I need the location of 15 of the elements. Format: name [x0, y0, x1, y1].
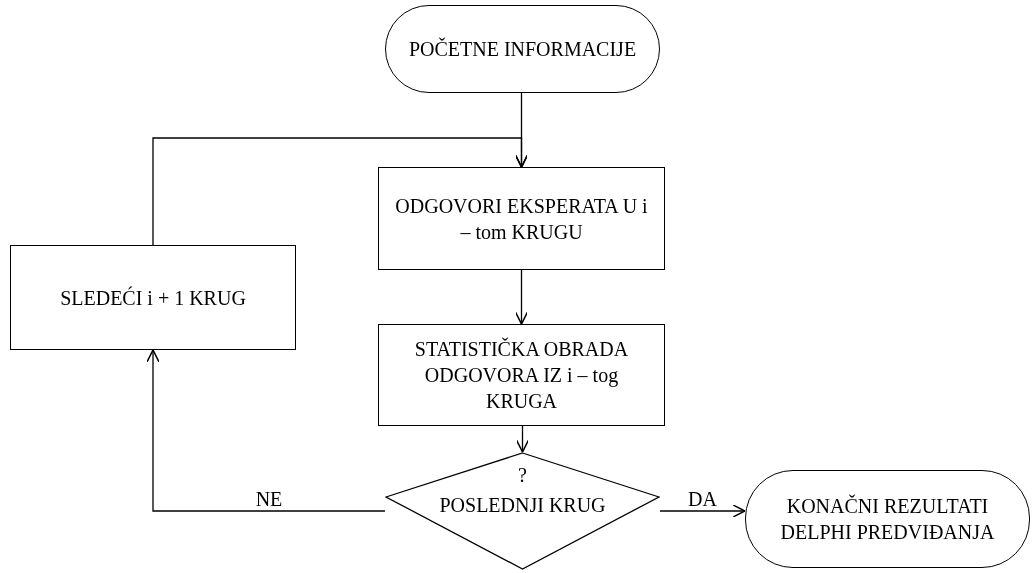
node-text: POSLEDNJI KRUG	[439, 493, 606, 518]
process-box	[378, 324, 665, 426]
arrow	[514, 269, 529, 325]
node-text: STATISTIČKA OBRADA ODGOVORA IZ i – tog KRUGA	[413, 336, 630, 414]
arrow	[152, 137, 529, 246]
arrow	[515, 425, 530, 453]
node-text: POČETNE INFORMACIJE	[408, 36, 637, 62]
question-mark: ?	[518, 463, 527, 488]
process-box	[378, 167, 665, 270]
node-text: SLEDEĆI i + 1 KRUG	[60, 285, 246, 311]
node-text: ODGOVORI EKSPERATA U i – tom KRUGU	[394, 193, 649, 245]
node-text: KONAČNI REZULTATI DELPHI PREDVIĐANJA	[779, 493, 996, 545]
arrow	[146, 349, 386, 512]
arrow	[659, 504, 746, 518]
process-box	[10, 245, 296, 350]
